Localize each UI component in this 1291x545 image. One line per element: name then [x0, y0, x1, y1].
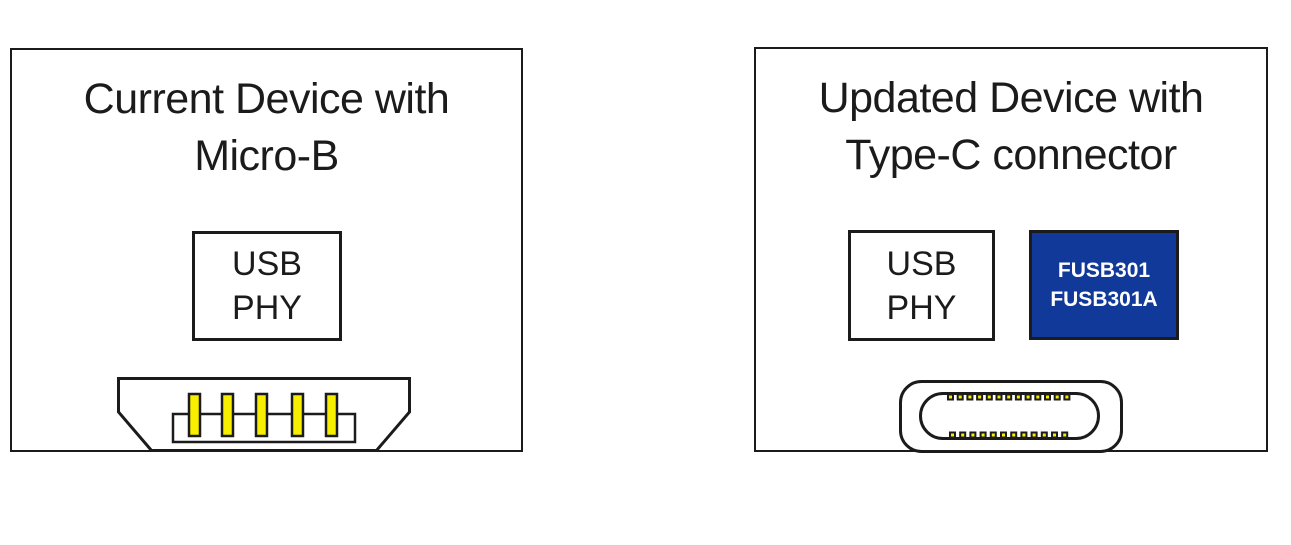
type-c-connector-icon — [899, 380, 1123, 453]
usb-phy-box: USB PHY — [192, 231, 342, 341]
chip-label-line: FUSB301 — [1057, 259, 1151, 282]
usb-phy-label-line: USB — [232, 245, 302, 283]
title-line: Micro-B — [194, 132, 339, 180]
usb-phy-label-line: PHY — [886, 288, 957, 327]
updated-device-title: Updated Device with Type-C connector — [756, 70, 1266, 184]
micro-b-connector-icon — [117, 377, 411, 452]
current-device-panel: Current Device with Micro-B USB PHY — [10, 48, 523, 452]
micro-b-pins — [187, 392, 339, 438]
usb-phy-box: USB PHY — [848, 230, 995, 341]
title-line: Current Device with — [83, 75, 450, 123]
usb-phy-label-line: USB — [886, 244, 957, 283]
title-line: Updated Device with — [818, 74, 1204, 122]
chip-label-line: FUSB301A — [1050, 288, 1158, 311]
fusb-chip-box: FUSB301 FUSB301A — [1029, 230, 1179, 340]
usb-phy-label-line: PHY — [232, 289, 302, 327]
current-device-title: Current Device with Micro-B — [12, 71, 521, 185]
updated-device-panel: Updated Device with Type-C connector USB… — [754, 47, 1268, 453]
title-line: Type-C connector — [845, 131, 1177, 179]
